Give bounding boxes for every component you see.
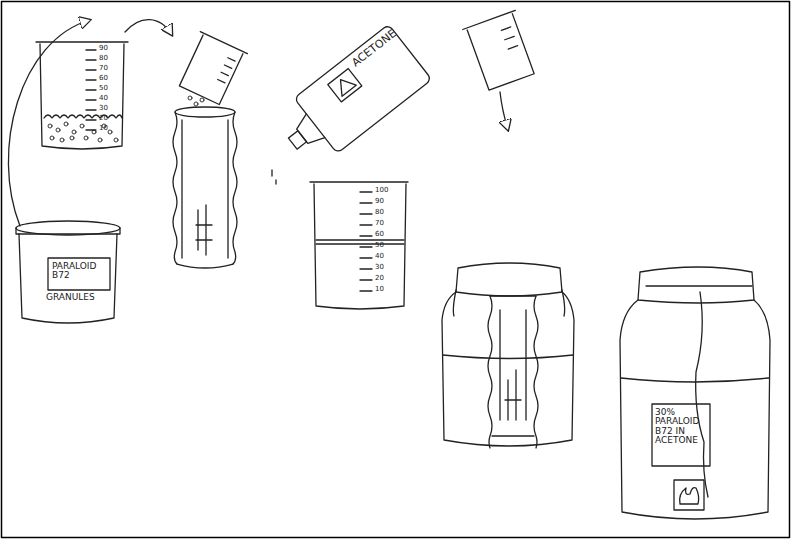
transfer-arrow xyxy=(8,20,90,226)
container-label: GRANULES xyxy=(46,293,116,302)
scale-number: 60 xyxy=(99,75,121,82)
container-label: PARALOID B72 xyxy=(52,262,108,281)
dissolving-jar xyxy=(442,263,574,448)
scale-number: 10 xyxy=(375,286,401,293)
scale-number: 70 xyxy=(375,220,401,227)
scale-number: 50 xyxy=(99,85,121,92)
transfer-arrow xyxy=(125,20,172,35)
scale-number: 100 xyxy=(375,187,401,194)
scale-number: 80 xyxy=(99,55,121,62)
drip-mark xyxy=(272,170,276,184)
acetone-beaker xyxy=(310,182,408,309)
scale-number: 20 xyxy=(375,275,401,282)
scale-number: 90 xyxy=(375,198,401,205)
granules-bucket xyxy=(16,221,120,323)
granule-beaker xyxy=(36,42,128,149)
pouring-beaker xyxy=(463,10,538,91)
pour-arrow xyxy=(500,92,508,130)
scale-number: 60 xyxy=(375,231,401,238)
fabric-wrapped-cylinder xyxy=(173,107,237,268)
solution-jar xyxy=(620,267,770,519)
scale-number: 90 xyxy=(99,45,121,52)
scale-number: 50 xyxy=(375,242,401,249)
scale-number: 70 xyxy=(99,65,121,72)
bottle-label: ACETONE xyxy=(350,11,420,69)
pouring-beaker xyxy=(176,32,248,107)
jar-label: 30% PARALOID B72 IN ACETONE xyxy=(655,408,709,446)
scale-number: 30 xyxy=(99,105,121,112)
falling-granules xyxy=(188,96,204,106)
scale-number: 30 xyxy=(375,264,401,271)
acetone-bottle xyxy=(271,24,432,171)
scale-number: 40 xyxy=(99,95,121,102)
scale-number: 20 xyxy=(99,115,121,122)
scale-number: 40 xyxy=(375,253,401,260)
scale-number: 80 xyxy=(375,209,401,216)
scale-number: 10 xyxy=(99,125,121,132)
